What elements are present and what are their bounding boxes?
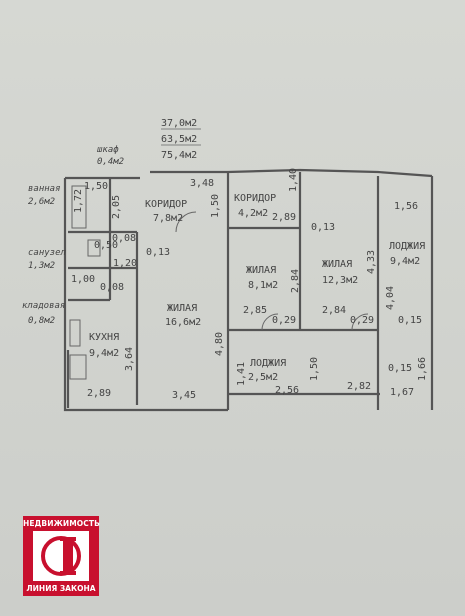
dim-label: 3,45 [172,390,196,401]
dim-label: 0,08 [100,282,124,293]
dim-label: 0,29 [272,315,296,326]
dim-label: 0,15 [388,363,412,374]
closet-name: шкаф [97,145,119,155]
dim-label: 3,48 [190,178,214,189]
toilet-icon [87,239,101,257]
closet-area: 0,4м2 [97,157,124,167]
dim-label: 3,64 [124,347,135,371]
living1-area: 16,6м2 [165,317,201,328]
living-area-total: 37,0м2 [161,118,197,129]
living3-name: ЖИЛАЯ [322,259,352,270]
loggia2-area: 9,4м2 [390,256,420,267]
dim-label: 1,20 [113,258,137,269]
dim-label: 1,50 [84,181,108,192]
dim-label: 1,66 [417,357,428,381]
corridor1-area: 7,8м2 [153,213,183,224]
living2-name: ЖИЛАЯ [246,265,276,276]
dimension-labels: 1,50 3,48 1,40 1,56 2,05 1,72 1,50 2,89 … [71,168,428,401]
total-area: 63,5м2 [161,134,197,145]
logo-bottom-text: ЛИНИЯ ЗАКОНА [26,584,96,593]
logo-top-text: НЕДВИЖИМОСТЬ [23,519,100,528]
loggia1-area: 2,5м2 [248,372,278,383]
dim-label: 2,05 [111,195,122,219]
living1-name: ЖИЛАЯ [167,303,197,314]
living3-area: 12,3м2 [322,275,358,286]
corridor2-name: КОРИДОР [234,193,276,204]
agency-logo: НЕДВИЖИМОСТЬ ЛИНИЯ ЗАКОНА [23,516,100,596]
dim-label: 2,82 [347,381,371,392]
dim-label: 0,50 [94,240,118,251]
dim-label: 4,04 [385,286,396,310]
stove-icon [69,354,87,380]
dim-label: 1,50 [309,357,320,381]
door-arc-icon [261,313,279,331]
dim-label: 1,40 [288,168,299,192]
loggia2-name: ЛОДЖИЯ [389,241,425,252]
bathtub-icon [71,185,87,229]
sink-icon [69,319,81,347]
dim-label: 1,00 [71,274,95,285]
dim-label: 0,15 [398,315,422,326]
door-arc-icon [351,313,369,331]
dim-label: 0,13 [311,222,335,233]
dim-label: 1,67 [390,387,414,398]
kitchen-name: КУХНЯ [89,332,119,343]
wc-area: 1,3м2 [28,261,55,271]
dim-label: 2,84 [290,269,301,293]
column-emblem-icon [33,531,89,581]
plan-walls [63,168,434,412]
dim-label: 1,41 [236,362,247,386]
living2-area: 8,1м2 [248,280,278,291]
dim-label: 2,56 [275,385,299,396]
door-arc-icon [175,211,197,233]
kitchen-area: 9,4м2 [89,348,119,359]
dim-label: 1,72 [73,189,84,213]
pantry-name: кладовая [22,301,65,311]
dim-label: 2,84 [322,305,346,316]
loggia1-name: ЛОДЖИЯ [250,358,286,369]
dim-label: 4,33 [366,250,377,274]
plan-fixtures [69,185,369,380]
bath-area: 2,6м2 [28,197,55,207]
dim-label: 1,56 [394,201,418,212]
dim-label: 0,08 [112,233,136,244]
bath-name: ванная [28,184,61,194]
dim-label: 0,13 [146,247,170,258]
dim-label: 2,89 [87,388,111,399]
corridor2-area: 4,2м2 [238,208,268,219]
dim-label: 2,89 [272,212,296,223]
dim-label: 0,29 [350,315,374,326]
overall-area: 75,4м2 [161,150,197,161]
wc-name: санузел [28,248,67,258]
corridor1-name: КОРИДОР [145,199,187,210]
pantry-area: 0,8м2 [28,316,55,326]
dim-label: 4,80 [214,332,225,356]
dim-label: 2,85 [243,305,267,316]
dim-label: 1,50 [210,194,221,218]
